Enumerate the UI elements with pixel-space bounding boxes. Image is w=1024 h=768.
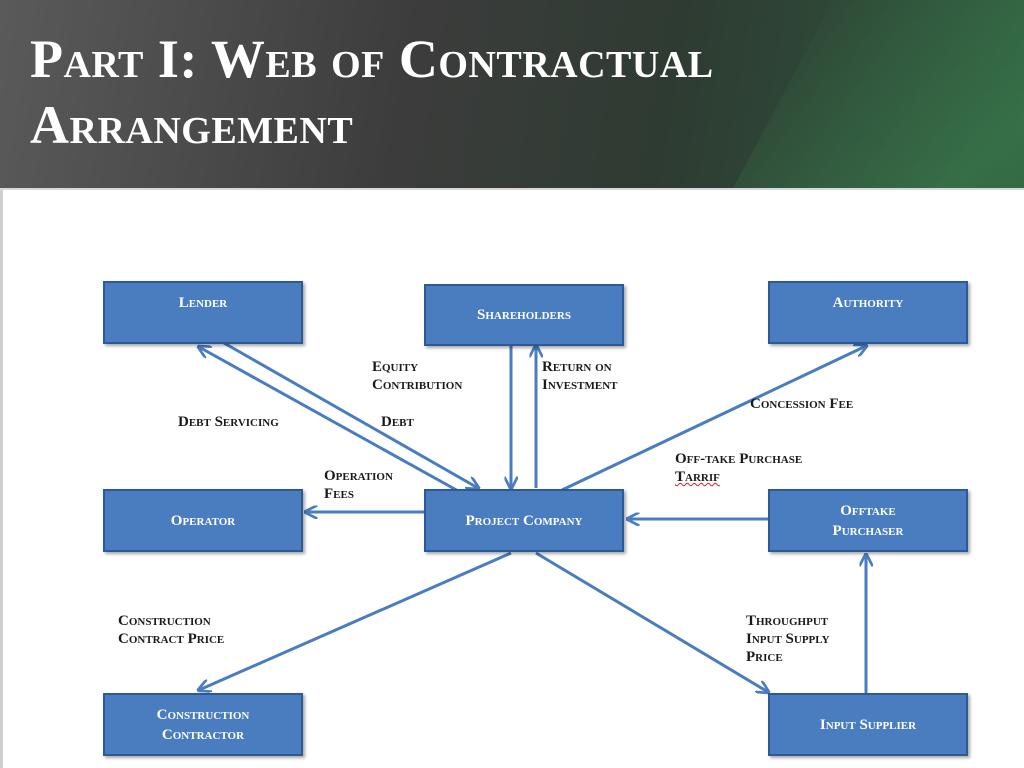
offtake-tariff-line-1: Off-take Purchase (675, 451, 803, 467)
edge-label-construction-contract-price: Construction Contract Price (118, 612, 224, 648)
title-line-1: Part I: Web of Contractual (30, 29, 714, 89)
node-contractor-line-2: Contractor (161, 726, 245, 743)
operation-line-1: Operation (324, 468, 393, 484)
edge-label-throughput-input-supply-price: Throughput Input Supply Price (746, 612, 830, 666)
node-construction-contractor: Construction Contractor (103, 693, 303, 756)
edge-label-offtake-tariff: Off-take Purchase Tarrif (675, 450, 802, 486)
arrow-input-supply-price (535, 551, 768, 692)
arrow-debt (223, 341, 478, 488)
return-line-2: Investment (542, 377, 618, 393)
edge-label-debt-servicing: Debt Servicing (178, 413, 279, 431)
node-contractor-line-1: Construction (156, 706, 250, 723)
node-shareholders-label: Shareholders (477, 307, 571, 323)
slide-left-edge (0, 190, 3, 768)
debt-text: Debt (381, 414, 414, 430)
slide-header: Part I: Web of Contractual Arrangement (0, 0, 1024, 190)
throughput-line-2: Input Supply (746, 631, 830, 647)
node-offtake-line-1: Offtake (840, 502, 896, 519)
node-lender-label: Lender (178, 295, 228, 311)
node-operator: Operator (103, 489, 303, 552)
node-offtake-purchaser: Offtake Purchaser (768, 489, 968, 552)
node-input-supplier: Input Supplier (768, 693, 968, 756)
return-line-1: Return on (542, 359, 612, 375)
throughput-line-1: Throughput (746, 613, 829, 629)
node-input-supplier-label: Input Supplier (819, 716, 917, 733)
edge-label-return-on-investment: Return on Investment (542, 358, 618, 394)
arrow-debt-servicing (199, 347, 461, 494)
node-offtake-line-2: Purchaser (832, 522, 904, 539)
node-operator-label: Operator (170, 512, 236, 529)
node-authority-label: Authority (832, 295, 904, 311)
arrow-construction-price (199, 551, 512, 690)
node-authority: Authority (768, 281, 968, 344)
concession-fee-text: Concession Fee (750, 396, 854, 412)
equity-line-1: Equity (372, 359, 419, 375)
arrow-concession-fee (561, 346, 866, 492)
edge-label-operation-fees: Operation Fees (324, 467, 393, 503)
node-offtake-purchaser-label: Offtake Purchaser (833, 501, 904, 541)
edge-label-concession-fee: Concession Fee (750, 395, 853, 413)
edge-label-debt: Debt (381, 413, 414, 431)
debt-servicing-text: Debt Servicing (178, 414, 279, 430)
node-lender: Lender (103, 281, 303, 344)
offtake-tariff-line-2: Tarrif (675, 469, 720, 485)
slide-title: Part I: Web of Contractual Arrangement (30, 26, 714, 158)
equity-line-2: Contribution (372, 377, 463, 393)
edge-label-equity-contribution: Equity Contribution (372, 358, 462, 394)
operation-line-2: Fees (324, 486, 354, 502)
node-shareholders: Shareholders (424, 284, 624, 346)
construction-line-2: Contract Price (118, 631, 225, 647)
construction-line-1: Construction (118, 613, 211, 629)
node-project-company-label: Project Company (465, 512, 583, 529)
throughput-line-3: Price (746, 649, 783, 665)
node-project-company: Project Company (424, 489, 624, 552)
node-construction-contractor-label: Construction Contractor (157, 705, 250, 745)
title-line-2: Arrangement (30, 95, 354, 155)
